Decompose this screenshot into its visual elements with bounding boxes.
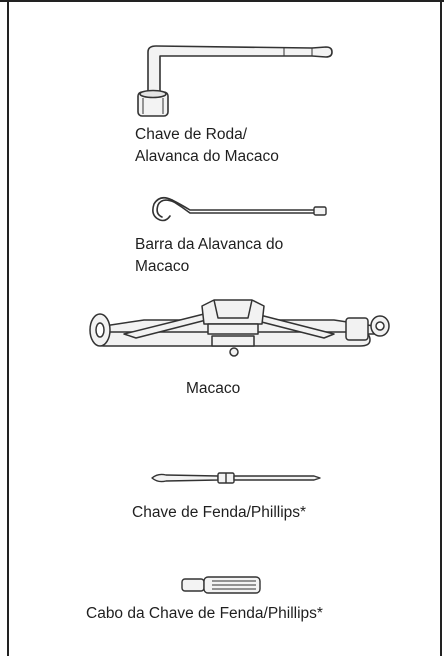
jack-handle-bar-caption: Barra da Alavanca do Macaco	[135, 234, 283, 278]
screwdriver-handle-caption-line-1: Cabo da Chave de Fenda/Phillips*	[86, 605, 323, 622]
scissor-jack-icon	[89, 299, 390, 357]
lug-wrench-icon	[137, 45, 333, 117]
screwdriver-caption: Chave de Fenda/Phillips*	[132, 502, 306, 524]
screwdriver-icon	[151, 472, 321, 484]
screwdriver-handle-caption: Cabo da Chave de Fenda/Phillips*	[86, 603, 323, 625]
top-rule	[0, 0, 444, 2]
jack-caption-line-1: Macaco	[186, 380, 241, 397]
lug-wrench-caption: Chave de Roda/ Alavanca do Macaco	[135, 124, 279, 168]
jack-handle-bar-caption-line-2: Macaco	[135, 258, 190, 275]
jack-handle-bar-icon	[152, 196, 327, 222]
jack-caption: Macaco	[186, 378, 240, 400]
jack-handle-bar-caption-line-1: Barra da Alavanca do	[135, 236, 284, 253]
screwdriver-handle-icon	[181, 576, 261, 594]
right-rule	[440, 0, 442, 656]
screwdriver-caption-line-1: Chave de Fenda/Phillips*	[132, 504, 307, 521]
lug-wrench-caption-line-1: Chave de Roda/	[135, 126, 248, 143]
left-rule	[7, 0, 9, 656]
lug-wrench-caption-line-2: Alavanca do Macaco	[135, 148, 279, 165]
